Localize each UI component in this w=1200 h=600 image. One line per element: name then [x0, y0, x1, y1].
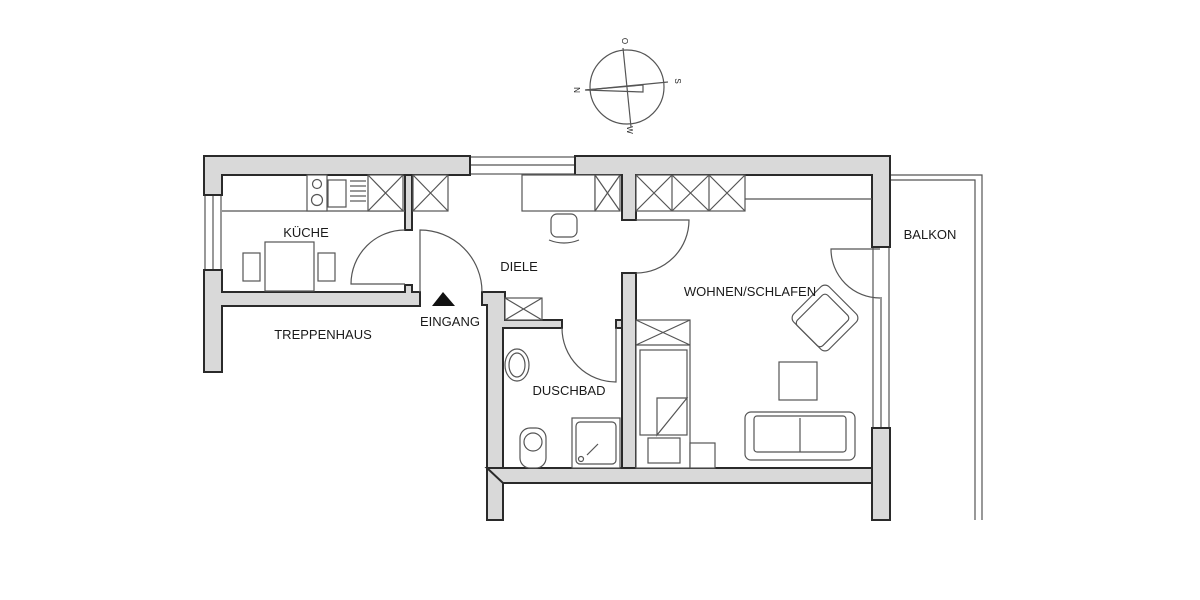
- chair: [317, 252, 336, 282]
- room-label-hall: DIELE: [500, 259, 538, 274]
- room-labels: KÜCHE DIELE WOHNEN/SCHLAFEN BALKON TREPP…: [274, 225, 956, 398]
- door-entrance[interactable]: [419, 229, 483, 293]
- cabinet: [594, 174, 621, 212]
- hall-chair: [550, 213, 578, 238]
- compass-needle-icon: [584, 84, 644, 93]
- sofa: [744, 411, 856, 461]
- armchair: [791, 284, 859, 352]
- hall-counter: [521, 174, 596, 212]
- toilet: [519, 427, 547, 469]
- coffee-table: [778, 361, 818, 401]
- compass-circle: [589, 49, 665, 125]
- door-bathroom[interactable]: [561, 327, 617, 383]
- compass-label-left: N: [572, 87, 581, 93]
- room-label-stairwell: TREPPENHAUS: [274, 327, 372, 342]
- door-balcony[interactable]: [830, 248, 881, 299]
- compass-label-right: S: [673, 78, 682, 83]
- cabinet: [412, 174, 449, 212]
- compass-label-top: O: [620, 38, 629, 44]
- entrance-arrow-icon: [432, 292, 455, 306]
- door-living[interactable]: [635, 219, 690, 274]
- door-kitchen[interactable]: [350, 229, 406, 285]
- compass: O S W N: [572, 38, 682, 134]
- cabinet: [367, 174, 404, 212]
- room-label-living: WOHNEN/SCHLAFEN: [684, 284, 816, 299]
- compass-label-bottom: W: [625, 126, 634, 134]
- room-label-kitchen: KÜCHE: [283, 225, 329, 240]
- sink: [327, 179, 347, 208]
- room-label-entrance: EINGANG: [420, 314, 480, 329]
- room-label-bathroom: DUSCHBAD: [533, 383, 606, 398]
- chair: [242, 252, 261, 282]
- kitchen-table: [264, 241, 315, 292]
- cabinet: [504, 297, 543, 321]
- room-label-balcony: BALKON: [904, 227, 957, 242]
- bed: [635, 319, 716, 469]
- walls: [203, 155, 891, 521]
- balcony: [890, 174, 983, 520]
- wardrobe: [635, 174, 872, 212]
- compass-axis: [622, 47, 632, 128]
- doors: [350, 219, 881, 383]
- furniture: [222, 174, 872, 469]
- shower: [571, 417, 621, 469]
